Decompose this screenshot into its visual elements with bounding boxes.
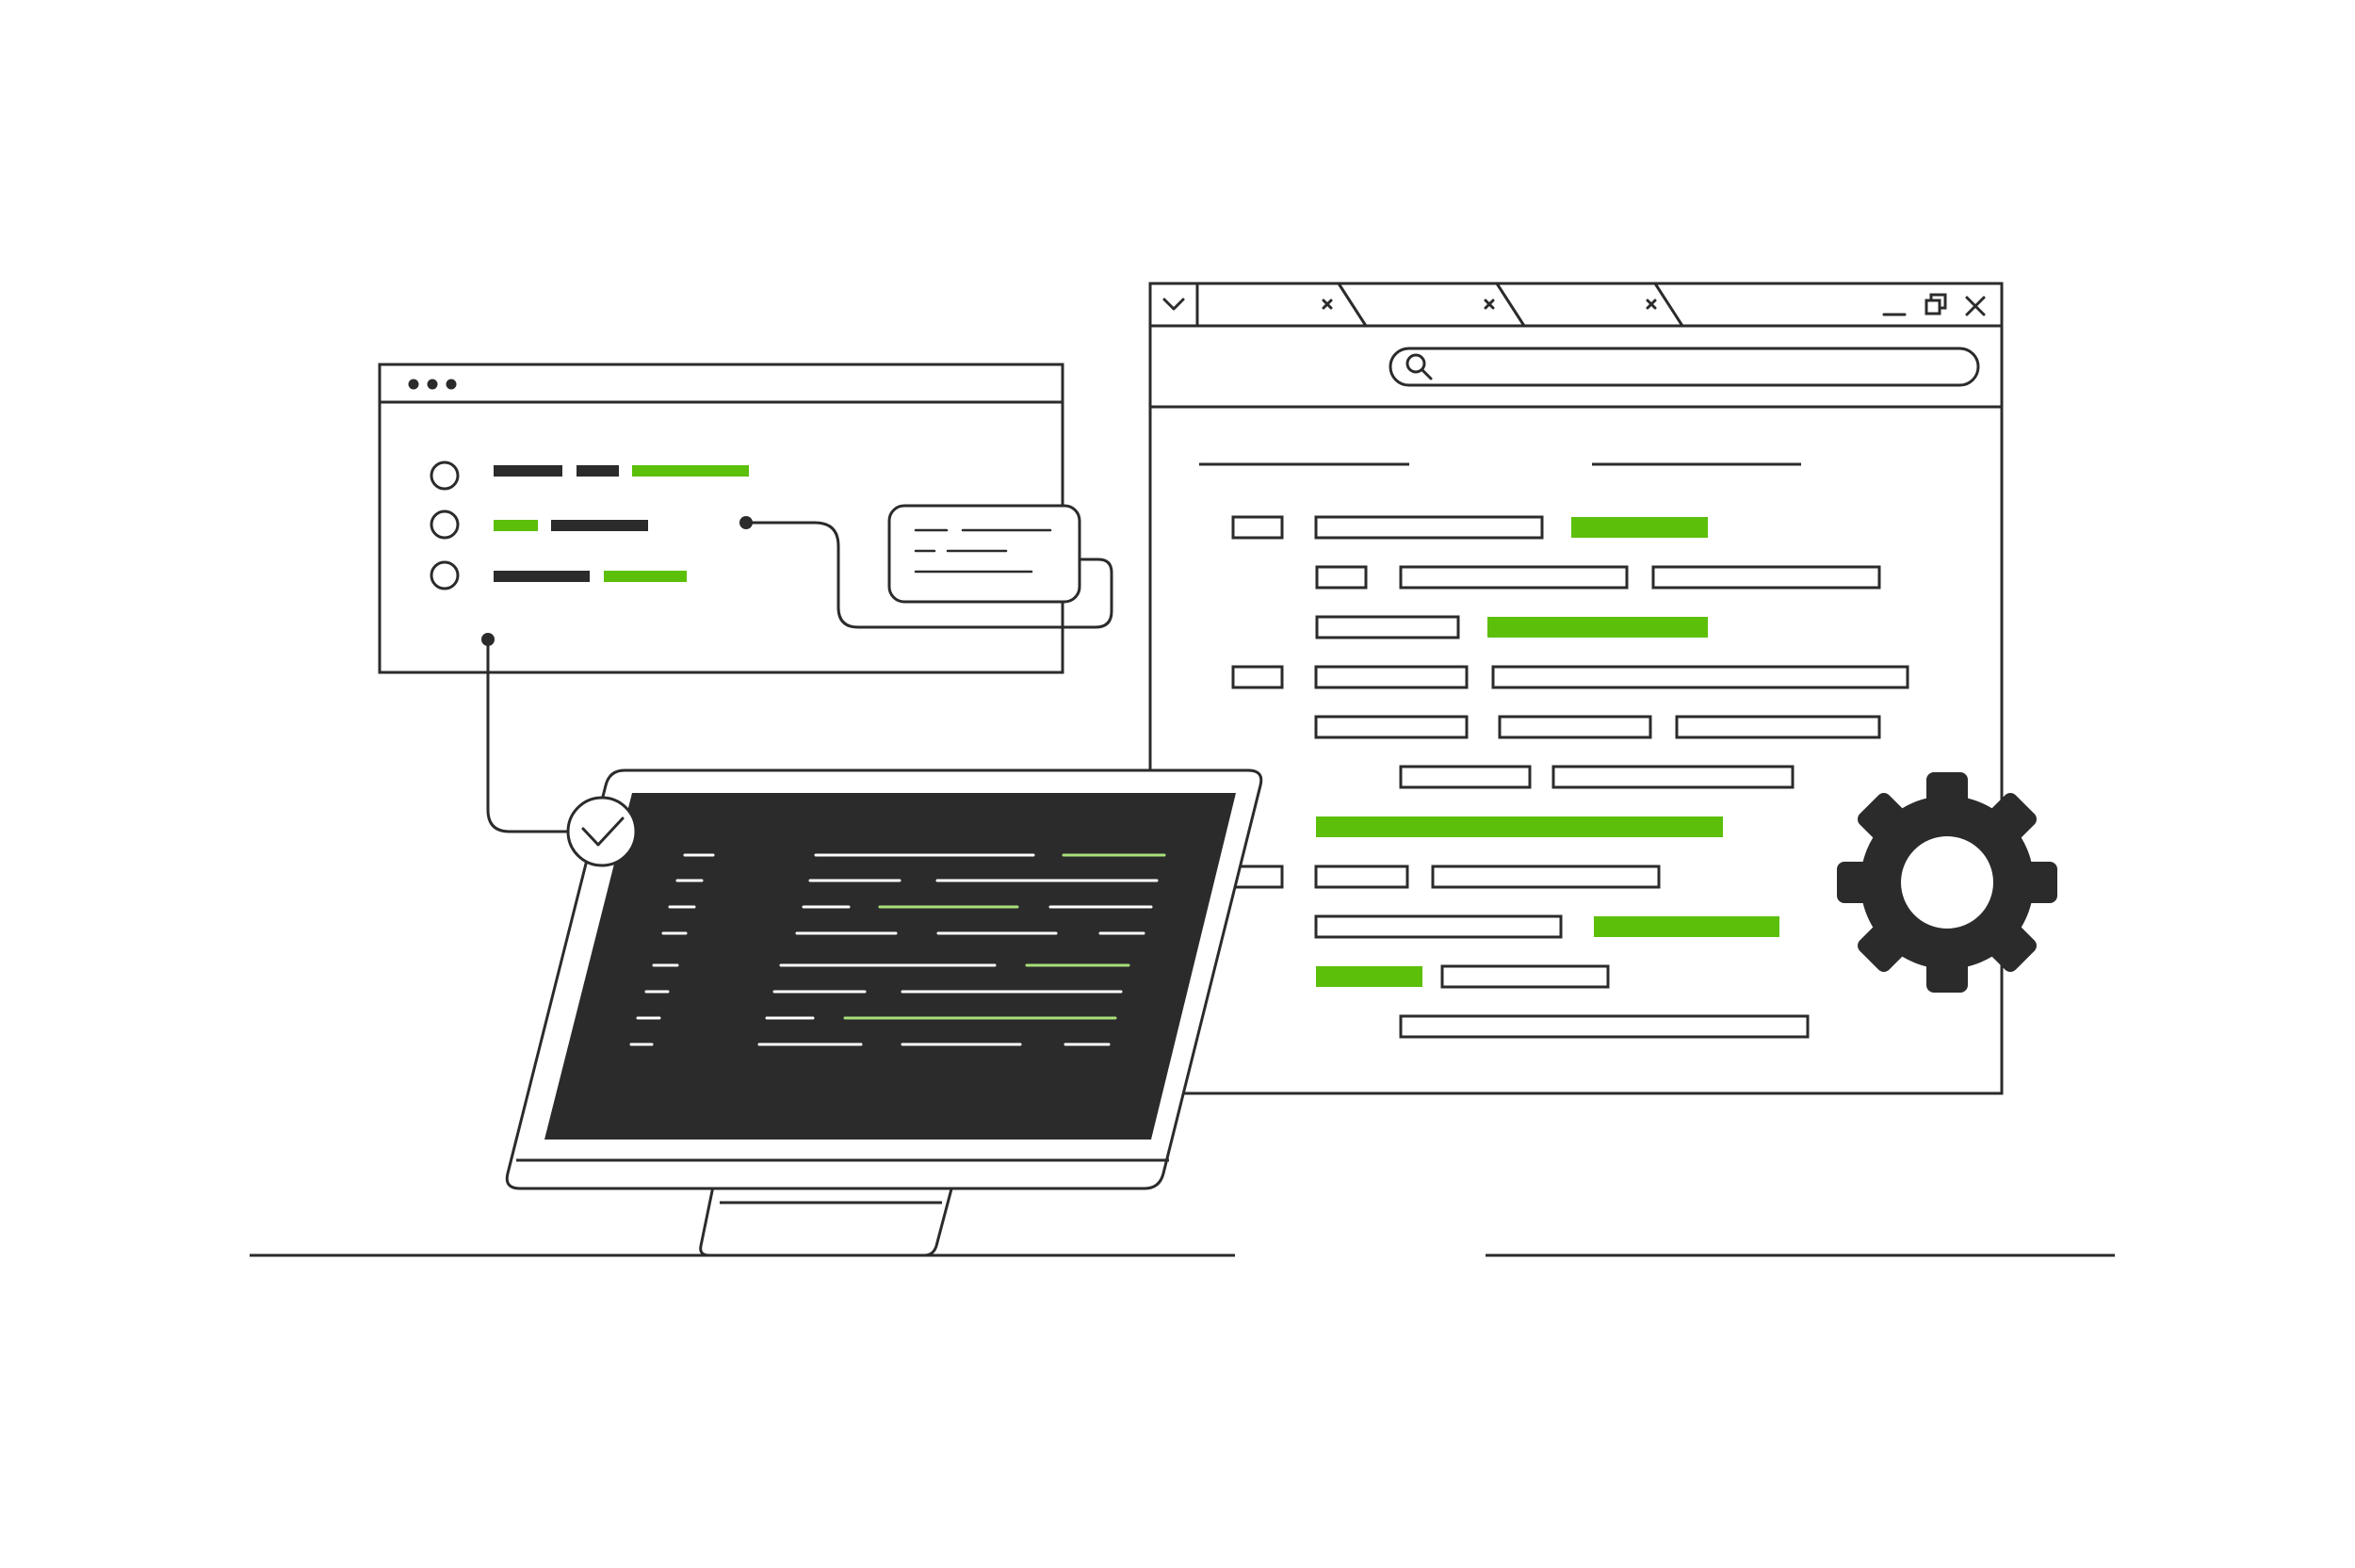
field-box[interactable] — [1551, 765, 1795, 789]
field-box[interactable] — [1314, 865, 1409, 889]
window-controls — [1882, 293, 1986, 316]
search-bar[interactable] — [1389, 347, 1980, 387]
dot-icon[interactable] — [427, 379, 438, 390]
connector-line — [486, 639, 573, 833]
tab-close-icon[interactable] — [1646, 299, 1657, 310]
field-box[interactable] — [1440, 964, 1610, 989]
field-box[interactable] — [1231, 665, 1284, 689]
monitor-stand — [699, 1180, 955, 1257]
option-item[interactable] — [430, 509, 648, 540]
chevron-down-icon — [1162, 298, 1185, 311]
code-lines — [629, 853, 1166, 1046]
field-box[interactable] — [1399, 765, 1532, 789]
radio-button[interactable] — [430, 509, 460, 540]
field-box[interactable] — [1399, 565, 1629, 590]
tab-1[interactable] — [1322, 282, 1368, 328]
restore-icon[interactable] — [1925, 293, 1947, 315]
option-item[interactable] — [430, 461, 749, 491]
form-fields — [1231, 515, 1909, 1039]
gear-icon[interactable] — [1837, 772, 2057, 993]
field-box[interactable] — [1315, 565, 1368, 590]
check-icon — [581, 816, 625, 847]
field-box[interactable] — [1651, 565, 1881, 590]
field-box[interactable] — [1315, 615, 1460, 639]
tab-3[interactable] — [1646, 282, 1684, 328]
dot-icon[interactable] — [446, 379, 457, 390]
tab-2[interactable] — [1484, 282, 1526, 328]
tab-close-icon[interactable] — [1322, 299, 1333, 310]
connector-dot — [481, 633, 495, 646]
dot-icon[interactable] — [408, 379, 419, 390]
field-box[interactable] — [1399, 1014, 1810, 1039]
highlight-bar — [1594, 916, 1779, 937]
option-item[interactable] — [430, 560, 687, 590]
field-box[interactable] — [1314, 665, 1469, 689]
field-box[interactable] — [1314, 914, 1563, 939]
field-box[interactable] — [1431, 865, 1661, 889]
close-icon[interactable] — [1965, 296, 1986, 316]
connector-dot — [739, 516, 753, 529]
highlight-bar — [1316, 966, 1422, 987]
field-box[interactable] — [1491, 665, 1909, 689]
field-box[interactable] — [1231, 515, 1284, 540]
field-box[interactable] — [1314, 515, 1544, 540]
highlight-bar — [1571, 517, 1708, 538]
browser-tabs — [1322, 282, 1684, 328]
search-icon — [1405, 353, 1433, 380]
app-window-controls — [408, 379, 457, 390]
note-card[interactable] — [887, 504, 1081, 604]
field-box[interactable] — [1314, 715, 1469, 739]
option-list — [430, 461, 749, 590]
highlight-bars — [1316, 517, 1779, 987]
check-badge — [566, 796, 638, 867]
tab-menu-button[interactable] — [1148, 282, 1199, 328]
tab-close-icon[interactable] — [1484, 299, 1495, 310]
highlight-bar — [1316, 816, 1723, 837]
radio-button[interactable] — [430, 461, 460, 491]
field-box[interactable] — [1498, 715, 1652, 739]
radio-button[interactable] — [430, 560, 460, 590]
highlight-bar — [1487, 617, 1708, 638]
field-box[interactable] — [1675, 715, 1881, 739]
connector-line — [746, 521, 1113, 629]
